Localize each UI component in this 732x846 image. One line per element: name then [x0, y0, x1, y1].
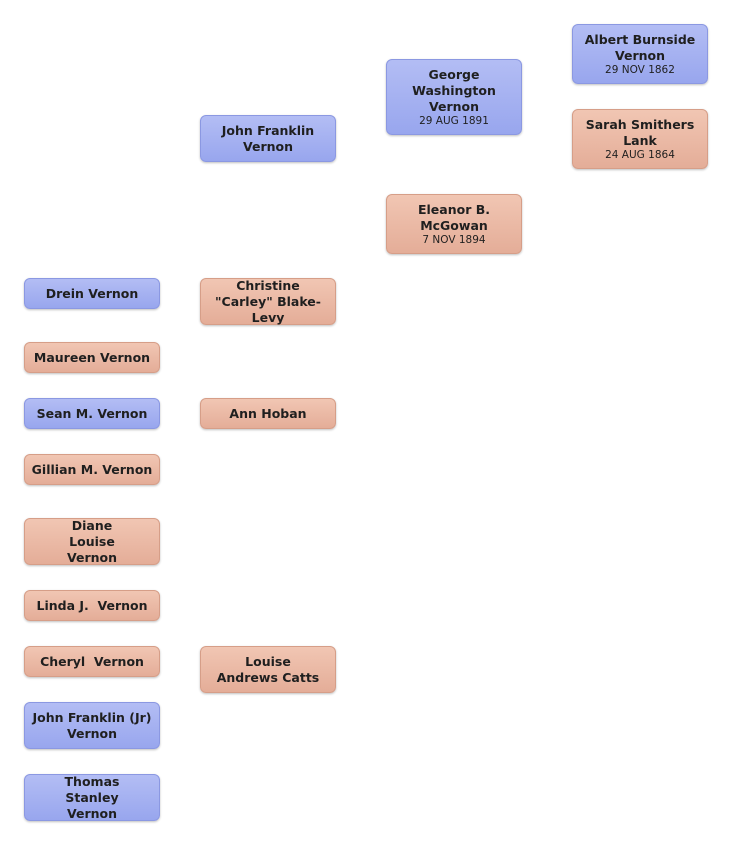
person-card-louise-andrews-catts[interactable]: Louise Andrews Catts [200, 646, 336, 693]
person-name: Eleanor B. McGowan [417, 201, 490, 233]
person-card-christine-carley-blake-levy[interactable]: Christine "Carley" Blake-Levy [200, 278, 336, 325]
person-card-maureen-vernon[interactable]: Maureen Vernon [24, 342, 160, 373]
person-name: George Washington Vernon [412, 66, 496, 114]
person-name: Christine "Carley" Blake-Levy [215, 277, 321, 325]
person-card-george-washington-vernon[interactable]: George Washington Vernon 29 AUG 1891 [386, 59, 522, 135]
person-card-sean-m-vernon[interactable]: Sean M. Vernon [24, 398, 160, 429]
person-name: John Franklin (Jr) Vernon [32, 709, 152, 741]
person-name: Linda J. Vernon [36, 597, 148, 613]
person-name: Louise Andrews Catts [216, 653, 320, 685]
person-card-cheryl-vernon[interactable]: Cheryl Vernon [24, 646, 160, 677]
person-card-linda-j-vernon[interactable]: Linda J. Vernon [24, 590, 160, 621]
person-name: Cheryl Vernon [40, 653, 144, 669]
person-card-gillian-m-vernon[interactable]: Gillian M. Vernon [24, 454, 160, 485]
person-card-john-franklin-jr-vernon[interactable]: John Franklin (Jr) Vernon [24, 702, 160, 749]
person-name: Maureen Vernon [33, 349, 151, 365]
person-name: John Franklin Vernon [221, 122, 315, 154]
person-name: Drein Vernon [45, 285, 139, 301]
person-name: Thomas Stanley Vernon [64, 773, 120, 821]
person-birth-date: 29 NOV 1862 [605, 63, 675, 76]
person-card-albert-burnside-vernon[interactable]: Albert Burnside Vernon 29 NOV 1862 [572, 24, 708, 84]
person-name: Sean M. Vernon [36, 405, 148, 421]
person-card-ann-hoban[interactable]: Ann Hoban [200, 398, 336, 429]
person-name: Sarah Smithers Lank [585, 116, 695, 148]
person-birth-date: 29 AUG 1891 [419, 114, 489, 127]
person-birth-date: 24 AUG 1864 [605, 148, 675, 161]
person-birth-date: 7 NOV 1894 [422, 233, 486, 246]
person-name: Gillian M. Vernon [31, 461, 153, 477]
person-name: Ann Hoban [229, 405, 307, 421]
person-card-diane-louise-vernon[interactable]: Diane Louise Vernon [24, 518, 160, 565]
person-card-sarah-smithers-lank[interactable]: Sarah Smithers Lank 24 AUG 1864 [572, 109, 708, 169]
person-card-drein-vernon[interactable]: Drein Vernon [24, 278, 160, 309]
person-name: Albert Burnside Vernon [584, 31, 696, 63]
person-name: Diane Louise Vernon [66, 517, 118, 565]
person-card-john-franklin-vernon[interactable]: John Franklin Vernon [200, 115, 336, 162]
person-card-thomas-stanley-vernon[interactable]: Thomas Stanley Vernon [24, 774, 160, 821]
person-card-eleanor-b-mcgowan[interactable]: Eleanor B. McGowan 7 NOV 1894 [386, 194, 522, 254]
